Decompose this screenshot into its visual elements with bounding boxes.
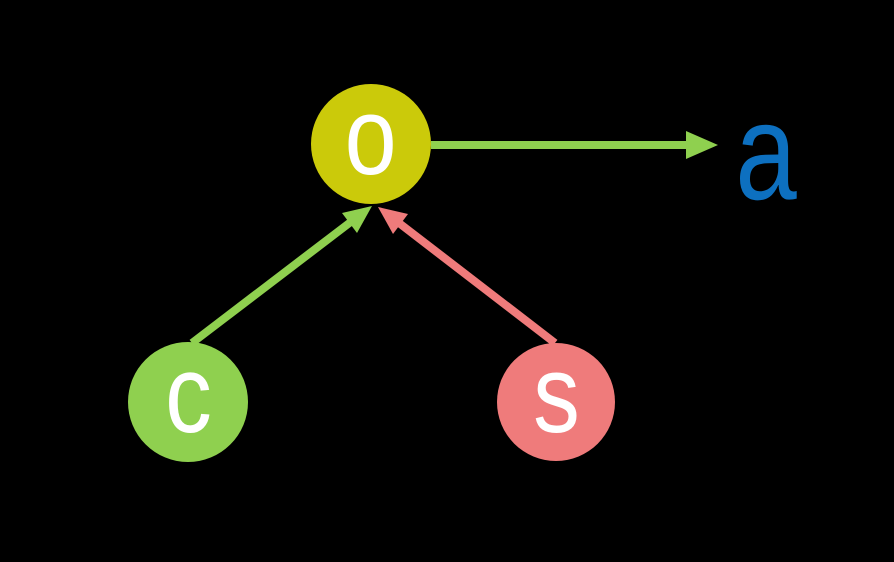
node-o-label: o xyxy=(344,75,398,198)
node-a-label: a xyxy=(735,75,797,229)
node-s: s xyxy=(497,333,615,461)
node-c-label: c xyxy=(164,333,212,456)
node-c: c xyxy=(128,333,248,462)
edge-c-to-o-arrowhead-icon xyxy=(342,206,372,233)
edge-c-to-o xyxy=(189,206,372,347)
edge-o-to-a xyxy=(431,131,718,159)
node-s-label: s xyxy=(532,333,580,456)
edge-s-to-o-line xyxy=(396,219,558,347)
edge-c-to-o-line xyxy=(189,217,355,347)
edge-s-to-o xyxy=(378,207,558,347)
edge-o-to-a-arrowhead-icon xyxy=(686,131,718,159)
edge-s-to-o-arrowhead-icon xyxy=(378,207,408,234)
node-o: o xyxy=(311,75,431,204)
